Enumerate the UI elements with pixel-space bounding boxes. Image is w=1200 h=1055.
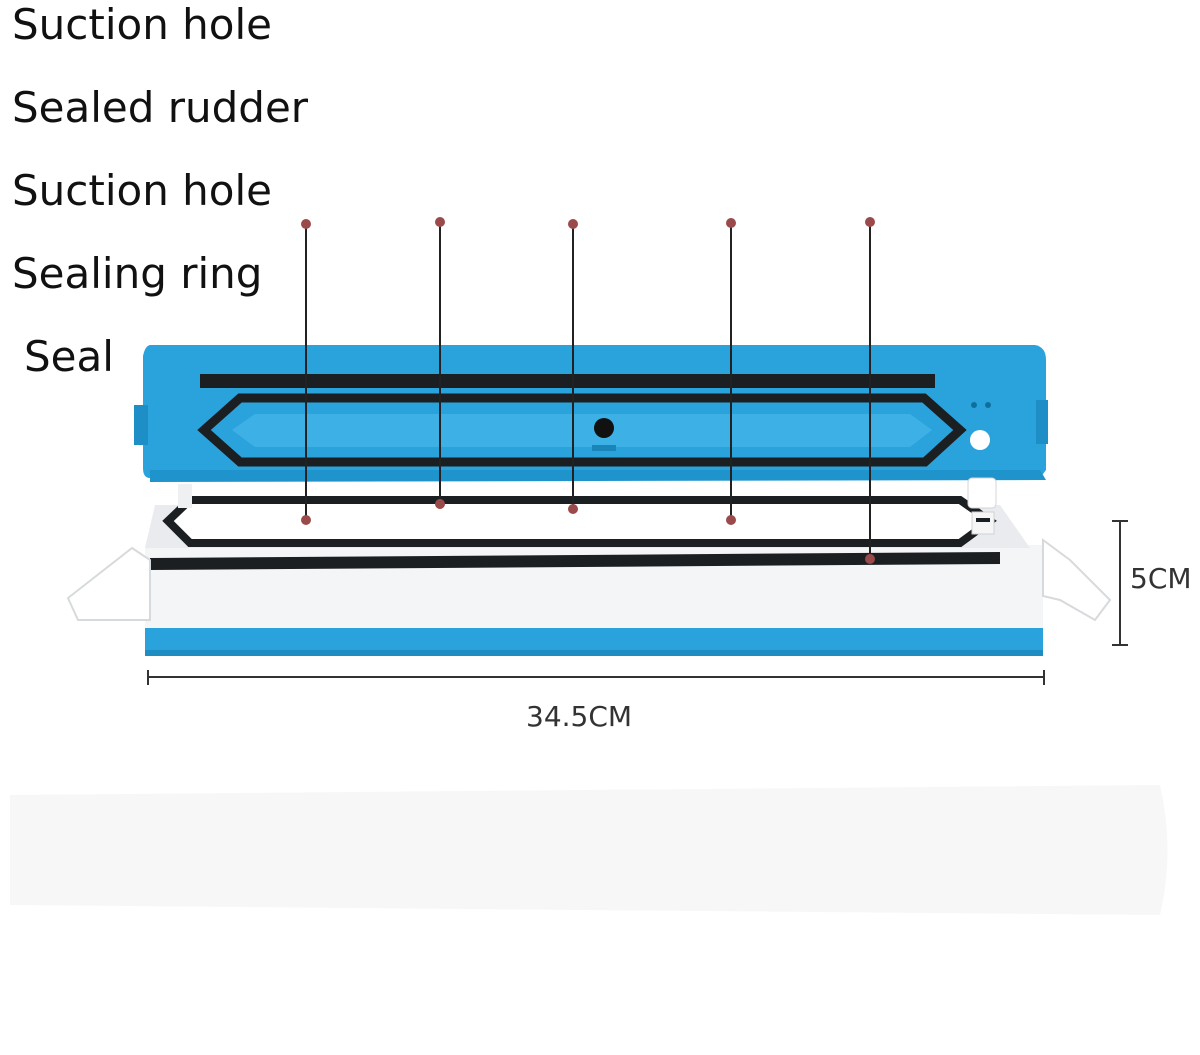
device-lid bbox=[134, 345, 1048, 482]
leader-dot bbox=[301, 219, 311, 229]
shadow-band bbox=[10, 785, 1168, 915]
left-latch bbox=[66, 546, 151, 621]
right-latch bbox=[1042, 538, 1112, 622]
seal-bar bbox=[150, 552, 1000, 570]
base-gasket bbox=[162, 496, 997, 547]
leader-dot bbox=[435, 499, 445, 509]
height-dimension-label: 5CM bbox=[1130, 562, 1192, 595]
label-sealing-ring: Sealing ring bbox=[12, 249, 263, 298]
width-dimension-line bbox=[147, 670, 1045, 685]
callout-leaders bbox=[301, 217, 875, 564]
leader-dot bbox=[726, 218, 736, 228]
leader-dot bbox=[435, 217, 445, 227]
width-dimension-label: 34.5CM bbox=[526, 700, 633, 733]
leader-dot bbox=[865, 217, 875, 227]
leader-dot bbox=[865, 554, 875, 564]
lid-gasket bbox=[197, 393, 967, 467]
label-suction-hole-2: Suction hole bbox=[12, 166, 272, 215]
label-suction-hole-1: Suction hole bbox=[12, 0, 272, 49]
label-seal: Seal bbox=[24, 332, 114, 381]
height-dimension-line bbox=[1112, 520, 1128, 646]
label-sealed-rudder: Sealed rudder bbox=[12, 83, 309, 132]
leader-dot bbox=[301, 515, 311, 525]
leader-dot bbox=[726, 515, 736, 525]
leader-dot bbox=[568, 219, 578, 229]
leader-dot bbox=[568, 504, 578, 514]
lid-seal-strip bbox=[200, 374, 935, 388]
device-base bbox=[66, 477, 1112, 656]
suction-hole-lid-icon bbox=[594, 418, 614, 438]
lid-hole-icon bbox=[970, 430, 990, 450]
